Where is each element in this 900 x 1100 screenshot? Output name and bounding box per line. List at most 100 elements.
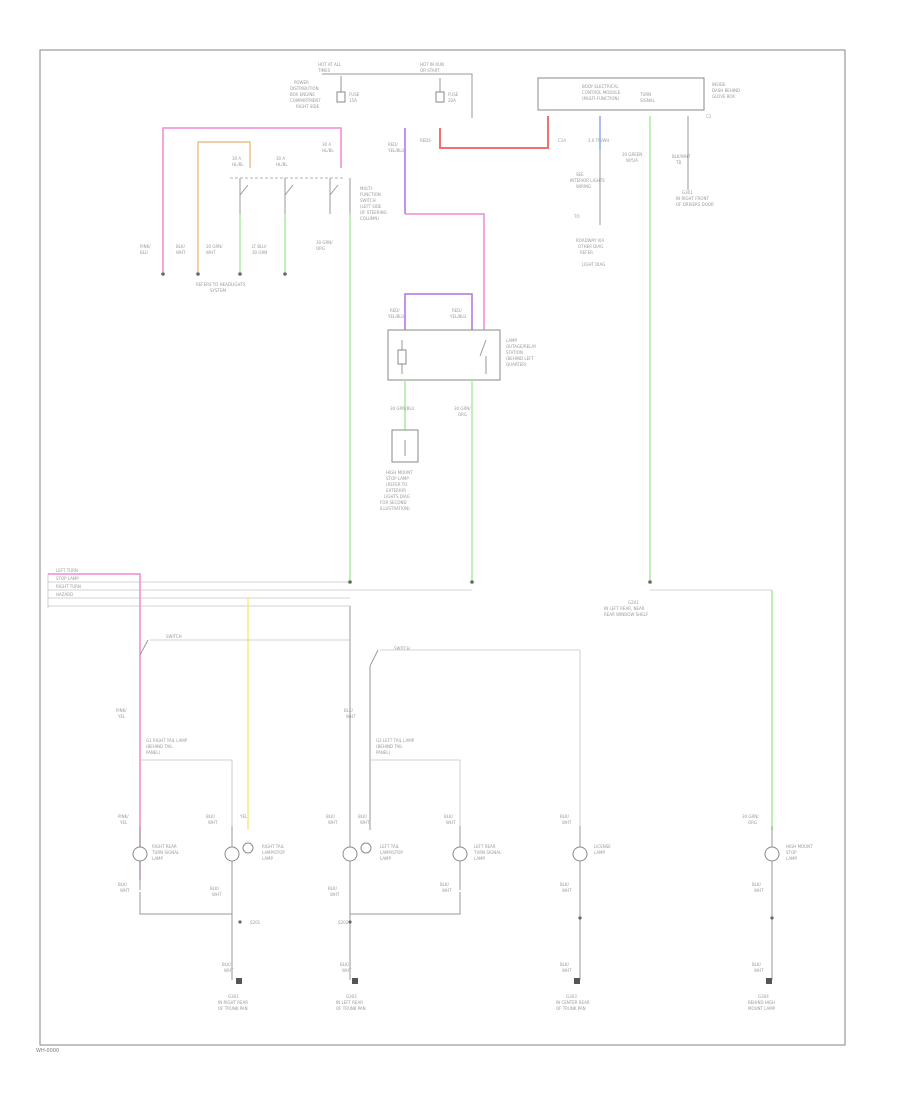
wire-violet-relay: [404, 293, 473, 330]
svg-text:LT BLU/: LT BLU/: [252, 244, 267, 249]
svg-text:WHT: WHT: [562, 968, 572, 973]
svg-text:OF TRUNK PAN: OF TRUNK PAN: [336, 1006, 366, 1011]
svg-text:LAMP/STOP: LAMP/STOP: [380, 850, 403, 855]
connector-center: [391, 429, 419, 463]
svg-text:POWER: POWER: [294, 80, 309, 85]
svg-text:YEL/BLU: YEL/BLU: [449, 314, 466, 319]
svg-text:C1: C1: [706, 114, 712, 119]
lamp-license: LICENSE LAMP BLK/ WHT: [560, 814, 611, 980]
svg-text:OF DRIVERS DOOR: OF DRIVERS DOOR: [676, 202, 714, 207]
svg-text:EXTERIOR: EXTERIOR: [386, 488, 406, 493]
svg-text:MOUNT LAMP: MOUNT LAMP: [748, 1006, 776, 1011]
svg-text:2.0 TN/WH: 2.0 TN/WH: [588, 138, 609, 143]
svg-text:30 GRN/: 30 GRN/: [454, 406, 471, 411]
svg-text:HOT AT ALL: HOT AT ALL: [318, 62, 342, 67]
svg-text:BOX ENGINE: BOX ENGINE: [290, 92, 315, 97]
lamp-left-tail: LEFT TAIL LAMP/STOP LAMP BLK/ WHT BLK/ W…: [326, 814, 403, 890]
svg-text:CONTROL MODULE: CONTROL MODULE: [582, 90, 621, 95]
svg-text:30 GREEN: 30 GREEN: [622, 152, 642, 157]
svg-text:OUTAGE/RELAY: OUTAGE/RELAY: [506, 344, 537, 349]
svg-text:LIGHT DIAG: LIGHT DIAG: [582, 262, 605, 267]
svg-text:BLK/: BLK/: [344, 708, 354, 713]
svg-text:G301: G301: [682, 190, 693, 195]
svg-text:LIGHTS DIAG: LIGHTS DIAG: [384, 494, 410, 499]
svg-text:LICENSE: LICENSE: [594, 844, 611, 849]
svg-text:SIGNAL: SIGNAL: [640, 98, 656, 103]
svg-text:PINK/: PINK/: [118, 814, 129, 819]
svg-text:20A: 20A: [448, 98, 456, 103]
svg-text:BLK/: BLK/: [752, 962, 762, 967]
svg-text:BLK/: BLK/: [176, 244, 186, 249]
svg-text:YEL: YEL: [119, 820, 128, 825]
svg-text:BLK/: BLK/: [440, 882, 450, 887]
legend: LEFT TURN STOP LAMP RIGHT TURN HAZARD: [56, 568, 81, 597]
svg-text:STOP LAMP: STOP LAMP: [386, 476, 409, 481]
svg-text:FUNCTION: FUNCTION: [360, 192, 381, 197]
svg-text:RED/: RED/: [390, 308, 400, 313]
lamp-right-tail: RIGHT TAIL LAMP/STOP LAMP BLK/ WHT YEL: [206, 814, 285, 890]
svg-text:LEFT REAR: LEFT REAR: [474, 844, 496, 849]
svg-text:SWITCH: SWITCH: [394, 646, 410, 651]
svg-text:G1 RIGHT TAIL LAMP: G1 RIGHT TAIL LAMP: [146, 738, 188, 743]
svg-text:BLK/: BLK/: [340, 962, 350, 967]
svg-text:INSIDE: INSIDE: [712, 82, 726, 87]
svg-text:REDS: REDS: [420, 138, 431, 143]
svg-text:ORG: ORG: [316, 246, 325, 251]
svg-text:ORG: ORG: [458, 412, 467, 417]
svg-text:ORG: ORG: [748, 820, 757, 825]
svg-text:RIGHT SIDE: RIGHT SIDE: [296, 104, 320, 109]
svg-text:WHT: WHT: [562, 820, 572, 825]
legend-item-stop-lamp: STOP LAMP: [56, 576, 79, 581]
svg-text:SEE: SEE: [576, 172, 584, 177]
svg-text:OTHER DIAG: OTHER DIAG: [578, 244, 603, 249]
svg-text:YEL: YEL: [239, 814, 248, 819]
svg-text:REFERS TO HEADLIGHTS: REFERS TO HEADLIGHTS: [196, 282, 246, 287]
svg-text:OF TRUNK PAN: OF TRUNK PAN: [556, 1006, 586, 1011]
svg-text:IN RIGHT FRONT: IN RIGHT FRONT: [676, 196, 709, 201]
svg-text:(REFER TO: (REFER TO: [386, 482, 407, 487]
svg-text:STATION: STATION: [506, 350, 523, 355]
svg-text:RED/: RED/: [452, 308, 462, 313]
svg-text:IN LEFT REAR, NEAR: IN LEFT REAR, NEAR: [604, 606, 645, 611]
svg-text:BLK/: BLK/: [358, 814, 368, 819]
svg-text:WHT: WHT: [224, 968, 234, 973]
svg-text:G2 LEFT TAIL LAMP: G2 LEFT TAIL LAMP: [376, 738, 415, 743]
svg-text:TO: TO: [573, 214, 580, 219]
svg-text:GLOVE BOX: GLOVE BOX: [712, 94, 735, 99]
svg-text:INTERIOR LIGHTS: INTERIOR LIGHTS: [570, 178, 605, 183]
svg-text:YEL/BLU: YEL/BLU: [387, 148, 404, 153]
svg-text:TIMES: TIMES: [317, 68, 331, 73]
svg-text:G301: G301: [228, 994, 239, 999]
svg-text:MULTI-: MULTI-: [360, 186, 374, 191]
svg-text:BLK/: BLK/: [444, 814, 454, 819]
svg-text:LAMP: LAMP: [474, 856, 486, 861]
svg-text:YEL: YEL: [117, 714, 126, 719]
svg-text:WHT: WHT: [562, 888, 572, 893]
svg-text:OF STEERING: OF STEERING: [360, 210, 387, 215]
svg-text:BLU: BLU: [140, 250, 148, 255]
svg-text:G302: G302: [346, 994, 357, 999]
svg-text:LEFT TAIL: LEFT TAIL: [380, 844, 400, 849]
svg-text:COMPARTMENT: COMPARTMENT: [290, 98, 321, 103]
svg-text:DASH BEHIND: DASH BEHIND: [712, 88, 740, 93]
svg-text:30 A: 30 A: [322, 142, 331, 147]
svg-text:WHT: WHT: [330, 892, 340, 897]
svg-text:BLK/: BLK/: [560, 962, 570, 967]
svg-text:(BEHIND LEFT: (BEHIND LEFT: [506, 356, 534, 361]
lamp-left-rear-turn: LEFT REAR TURN SIGNAL LAMP BLK/ WHT: [444, 814, 502, 890]
svg-text:WHT: WHT: [328, 820, 338, 825]
svg-text:WHT: WHT: [206, 250, 216, 255]
wire-pink-relay: [405, 213, 485, 330]
svg-text:RIGHT TAIL: RIGHT TAIL: [262, 844, 285, 849]
svg-text:ILLUSTRATION): ILLUSTRATION): [380, 506, 410, 511]
svg-text:BLK/: BLK/: [328, 886, 338, 891]
wire-pink-rear: [48, 573, 141, 880]
svg-text:HL/BL: HL/BL: [232, 162, 244, 167]
svg-text:BLK/: BLK/: [210, 886, 220, 891]
svg-text:BLK/: BLK/: [118, 882, 128, 887]
svg-text:IN LEFT REAR: IN LEFT REAR: [336, 1000, 363, 1005]
svg-text:HIGH MOUNT: HIGH MOUNT: [786, 844, 813, 849]
ground-g304-high-mount: BLK/ WHT G304 BEHIND HIGH MOUNT LAMP: [748, 962, 776, 1011]
svg-text:HL/BL: HL/BL: [276, 162, 288, 167]
